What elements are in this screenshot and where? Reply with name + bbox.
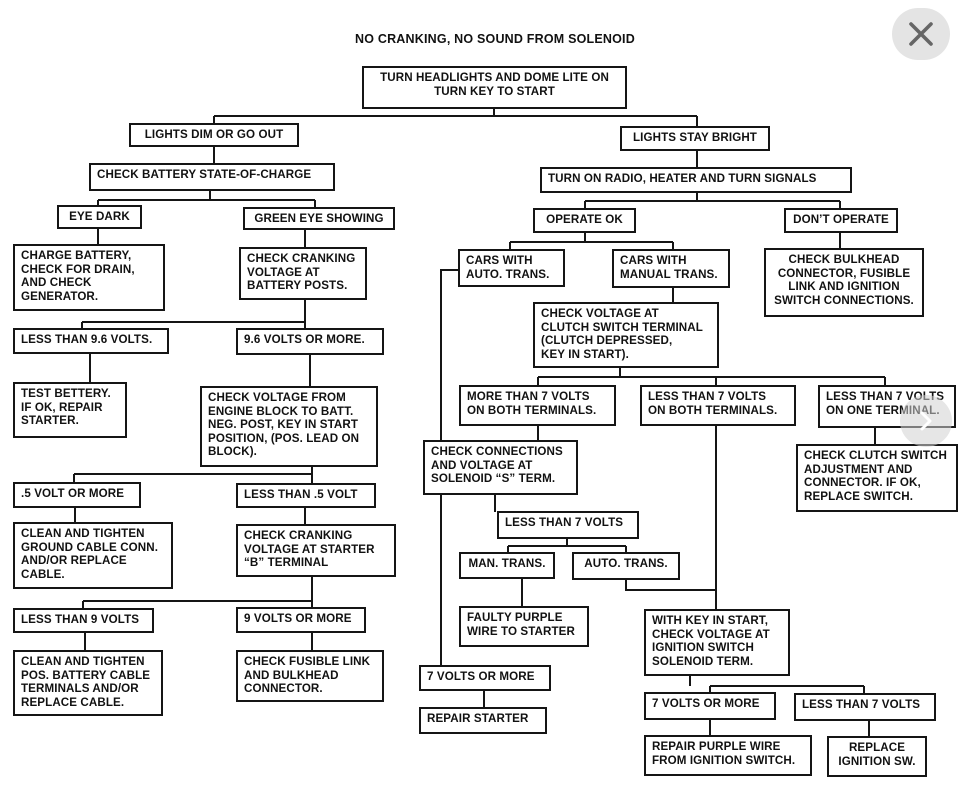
- node-more-7-both: MORE THAN 7 VOLTS ON BOTH TERMINALS.: [459, 385, 616, 426]
- node-operate-ok: OPERATE OK: [533, 208, 636, 233]
- node-check-clutch-adjust: CHECK CLUTCH SWITCH ADJUSTMENT AND CONNE…: [796, 444, 958, 512]
- node-more-7-left: 7 VOLTS OR MORE: [419, 665, 551, 691]
- node-less-7-mid: LESS THAN 7 VOLTS: [497, 511, 639, 539]
- node-more-9-6: 9.6 VOLTS OR MORE.: [236, 328, 384, 355]
- node-less-9-6: LESS THAN 9.6 VOLTS.: [13, 328, 169, 354]
- next-image-button[interactable]: [900, 395, 952, 447]
- close-button[interactable]: [892, 8, 950, 60]
- node-check-cranking-posts: CHECK CRANKING VOLTAGE AT BATTERY POSTS.: [239, 247, 367, 300]
- node-eye-dark: EYE DARK: [57, 205, 142, 229]
- node-less-7-right: LESS THAN 7 VOLTS: [794, 693, 936, 721]
- node-less-9: LESS THAN 9 VOLTS: [13, 608, 154, 633]
- node-faulty-purple: FAULTY PURPLE WIRE TO STARTER: [459, 606, 589, 647]
- node-more-7-right: 7 VOLTS OR MORE: [644, 692, 776, 720]
- node-green-eye: GREEN EYE SHOWING: [243, 207, 395, 230]
- node-repair-starter: REPAIR STARTER: [419, 707, 547, 734]
- diagram-title: NO CRANKING, NO SOUND FROM SOLENOID: [355, 32, 635, 46]
- node-check-fusible: CHECK FUSIBLE LINK AND BULKHEAD CONNECTO…: [236, 650, 384, 702]
- node-turn-headlights: TURN HEADLIGHTS AND DOME LITE ON TURN KE…: [362, 66, 627, 109]
- node-replace-ignition: REPLACE IGNITION SW.: [827, 736, 927, 777]
- node-half-volt-more: .5 VOLT OR MORE: [13, 482, 141, 508]
- node-less-half-volt: LESS THAN .5 VOLT: [236, 483, 376, 508]
- node-turn-on-radio: TURN ON RADIO, HEATER AND TURN SIGNALS: [540, 167, 852, 193]
- node-lights-bright: LIGHTS STAY BRIGHT: [620, 126, 770, 151]
- chevron-right-icon: [920, 411, 932, 431]
- node-auto-trans: AUTO. TRANS.: [572, 552, 680, 580]
- node-check-bulkhead: CHECK BULKHEAD CONNECTOR, FUSIBLE LINK A…: [764, 248, 924, 317]
- node-lights-dim: LIGHTS DIM OR GO OUT: [129, 123, 299, 147]
- node-test-battery: TEST BETTERY. IF OK, REPAIR STARTER.: [13, 382, 127, 438]
- node-charge-battery: CHARGE BATTERY, CHECK FOR DRAIN, AND CHE…: [13, 244, 165, 311]
- node-check-engine-block: CHECK VOLTAGE FROM ENGINE BLOCK TO BATT.…: [200, 386, 378, 467]
- node-check-battery-charge: CHECK BATTERY STATE-OF-CHARGE: [89, 163, 335, 191]
- node-clean-ground: CLEAN AND TIGHTEN GROUND CABLE CONN. AND…: [13, 522, 173, 589]
- node-check-cranking-starter: CHECK CRANKING VOLTAGE AT STARTER “B” TE…: [236, 524, 396, 577]
- node-cars-manual: CARS WITH MANUAL TRANS.: [612, 249, 730, 288]
- node-repair-purple: REPAIR PURPLE WIRE FROM IGNITION SWITCH.: [644, 735, 812, 776]
- node-man-trans: MAN. TRANS.: [459, 552, 555, 579]
- node-key-in-start: WITH KEY IN START, CHECK VOLTAGE AT IGNI…: [644, 609, 790, 676]
- node-check-clutch-terminal: CHECK VOLTAGE AT CLUTCH SWITCH TERMINAL …: [533, 302, 719, 368]
- node-check-connections-solenoid: CHECK CONNECTIONS AND VOLTAGE AT SOLENOI…: [423, 440, 578, 495]
- node-clean-pos-battery: CLEAN AND TIGHTEN POS. BATTERY CABLE TER…: [13, 650, 163, 716]
- node-dont-operate: DON’T OPERATE: [784, 208, 898, 233]
- close-icon: [909, 22, 933, 46]
- node-cars-auto: CARS WITH AUTO. TRANS.: [458, 249, 565, 287]
- node-less-7-both: LESS THAN 7 VOLTS ON BOTH TERMINALS.: [640, 385, 796, 426]
- node-more-9: 9 VOLTS OR MORE: [236, 607, 366, 633]
